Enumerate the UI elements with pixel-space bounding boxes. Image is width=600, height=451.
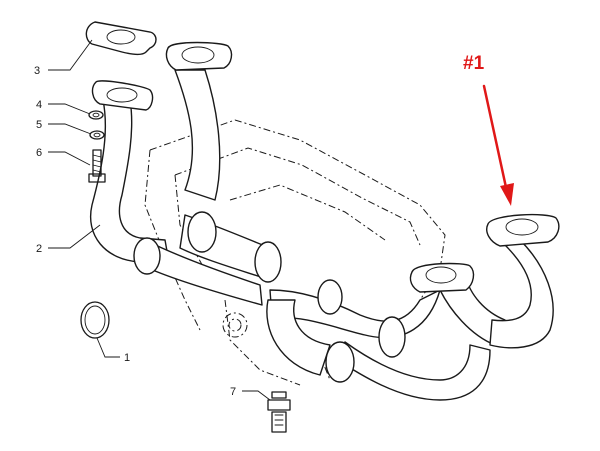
sensor-part-7 (267, 391, 291, 433)
callout-6: 6 (36, 147, 42, 159)
nut-part-4 (88, 110, 104, 120)
flange-top-center (165, 41, 233, 71)
gasket-ring (80, 301, 110, 339)
left-exhaust-pipe (89, 69, 282, 306)
flange-far-right-highlighted (486, 213, 560, 247)
flange-center-right (409, 262, 475, 293)
callout-3: 3 (34, 65, 40, 77)
bolt-part-6 (88, 149, 106, 183)
highlight-label: #1 (463, 53, 485, 74)
highlight-callout: #1 (463, 53, 514, 206)
flange-top-left (85, 21, 157, 55)
callout-5: 5 (36, 119, 42, 131)
callout-4: 4 (36, 99, 42, 111)
callout-7: 7 (230, 386, 236, 398)
washer-part-5 (89, 130, 105, 140)
right-exhaust-pipe (266, 239, 554, 401)
callout-1: 1 (124, 352, 130, 364)
leader-lines (48, 39, 271, 401)
callout-2: 2 (36, 243, 42, 255)
callout-labels: 3 4 5 6 2 1 7 (34, 65, 236, 398)
highlight-arrow-head (500, 183, 514, 206)
flange-lower-left (91, 80, 154, 111)
highlight-arrow-shaft (482, 84, 509, 194)
